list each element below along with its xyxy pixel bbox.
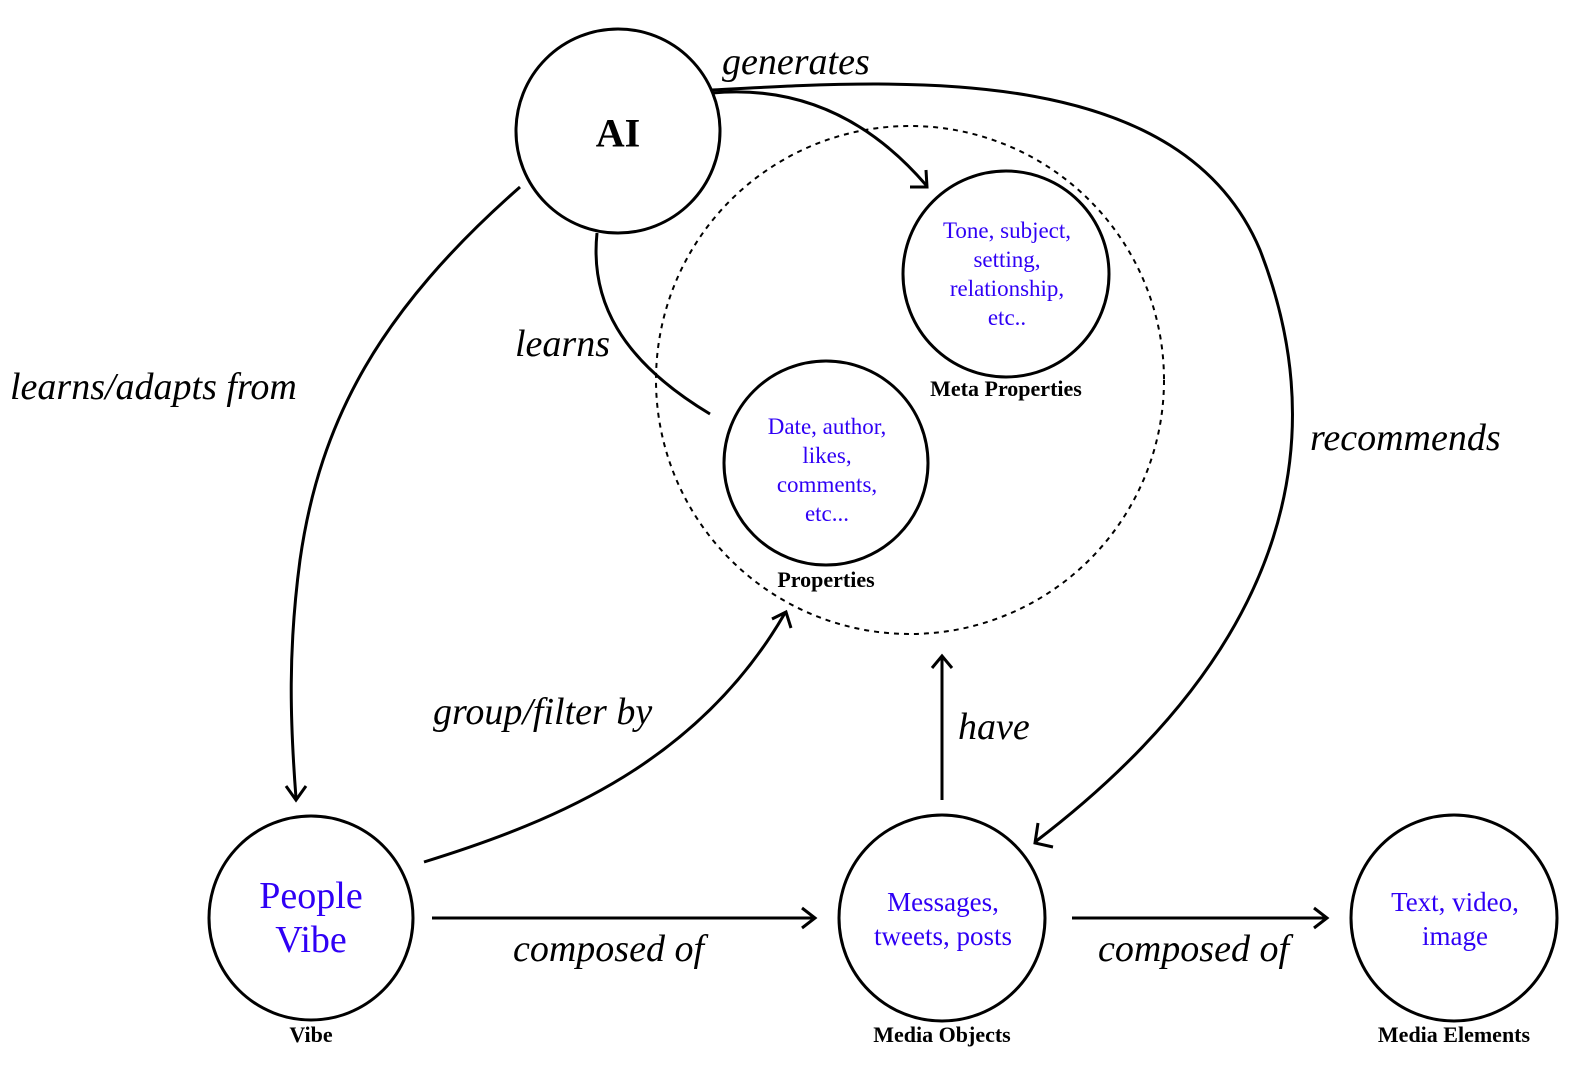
arrowhead-recommends [1033, 822, 1054, 849]
media-objects-text: Messages, tweets, posts [874, 885, 1012, 953]
edge-label-learns: learns [515, 323, 610, 365]
meta-properties-line: relationship, [949, 276, 1065, 301]
meta-properties-line: setting, [973, 247, 1041, 272]
meta-properties-text: Tone, subject, setting, relationship, et… [943, 216, 1071, 332]
properties-text: Date, author, likes, comments, etc... [768, 412, 887, 528]
vibe-line: Vibe [275, 919, 347, 961]
edge-label-learns-adapts-from: learns/adapts from [10, 366, 297, 408]
arrowhead-composed-of-2 [1313, 906, 1330, 930]
edge-recommends [711, 82, 1294, 844]
node-media-objects[interactable] [837, 813, 1047, 1023]
media-objects-caption: Media Objects [873, 1022, 1011, 1047]
properties-line: comments, [776, 472, 878, 497]
edge-label-recommends: recommends [1310, 417, 1501, 459]
edge-label-composed-of-2: composed of [1098, 928, 1290, 970]
properties-line: Date, author, [767, 414, 887, 439]
meta-properties-caption: Meta Properties [930, 376, 1082, 401]
edge-label-composed-of-1: composed of [513, 928, 705, 970]
vibe-text: People Vibe [259, 874, 362, 962]
edge-label-generates: generates [722, 41, 870, 83]
edge-learns [594, 232, 711, 416]
arrowhead-composed-of-1 [801, 906, 818, 930]
media-elements-text: Text, video, image [1391, 885, 1519, 953]
properties-line: likes, [802, 443, 852, 468]
node-meta-properties[interactable] [901, 169, 1111, 379]
edge-label-group-filter-by: group/filter by [433, 691, 653, 733]
arrowhead-have [930, 653, 954, 669]
media-elements-caption: Media Elements [1377, 1022, 1531, 1047]
arrowhead-generates [910, 169, 929, 189]
media-objects-line: tweets, posts [874, 921, 1012, 951]
edge-label-have: have [958, 706, 1030, 748]
node-media-elements[interactable] [1349, 813, 1559, 1023]
arrowhead-learns-adapts-from [284, 785, 308, 803]
node-properties[interactable] [722, 359, 930, 567]
edge-generates [711, 90, 928, 186]
vibe-caption: Vibe [289, 1022, 333, 1047]
node-ai[interactable] [514, 27, 722, 235]
ai-node-title: AI [595, 110, 641, 156]
meta-properties-line: Tone, subject, [942, 218, 1072, 243]
meta-properties-line: etc.. [987, 305, 1027, 330]
media-elements-line: Text, video, [1391, 887, 1519, 917]
arrowhead-group-filter-by [771, 609, 793, 629]
properties-group-boundary [655, 125, 1165, 635]
edge-group-filter-by [423, 612, 787, 864]
properties-caption: Properties [777, 567, 875, 592]
vibe-line: People [259, 875, 363, 917]
node-vibe[interactable] [207, 814, 415, 1022]
media-objects-line: Messages, [887, 887, 999, 917]
properties-line: etc... [804, 501, 850, 526]
media-elements-line: image [1422, 921, 1488, 951]
edge-learns-adapts-from [289, 185, 521, 799]
